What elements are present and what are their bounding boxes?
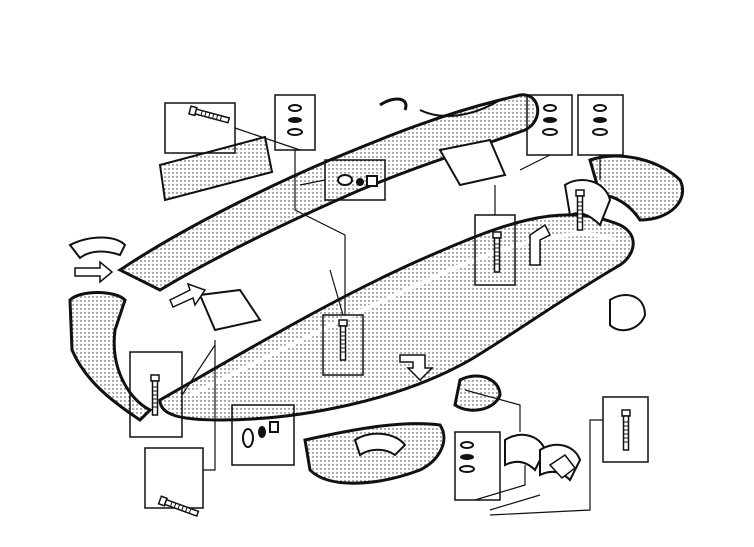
front-bumper-overrider [303,422,446,485]
rear-bumper-bar [117,93,540,292]
direction-arrows [74,223,577,480]
rear-bumper-overrider-left [68,291,153,422]
leader-lines [181,127,603,516]
rear-bumper-overrider-right [588,154,684,222]
rubber-strip [158,135,274,202]
washer-nut-icons [242,104,608,473]
